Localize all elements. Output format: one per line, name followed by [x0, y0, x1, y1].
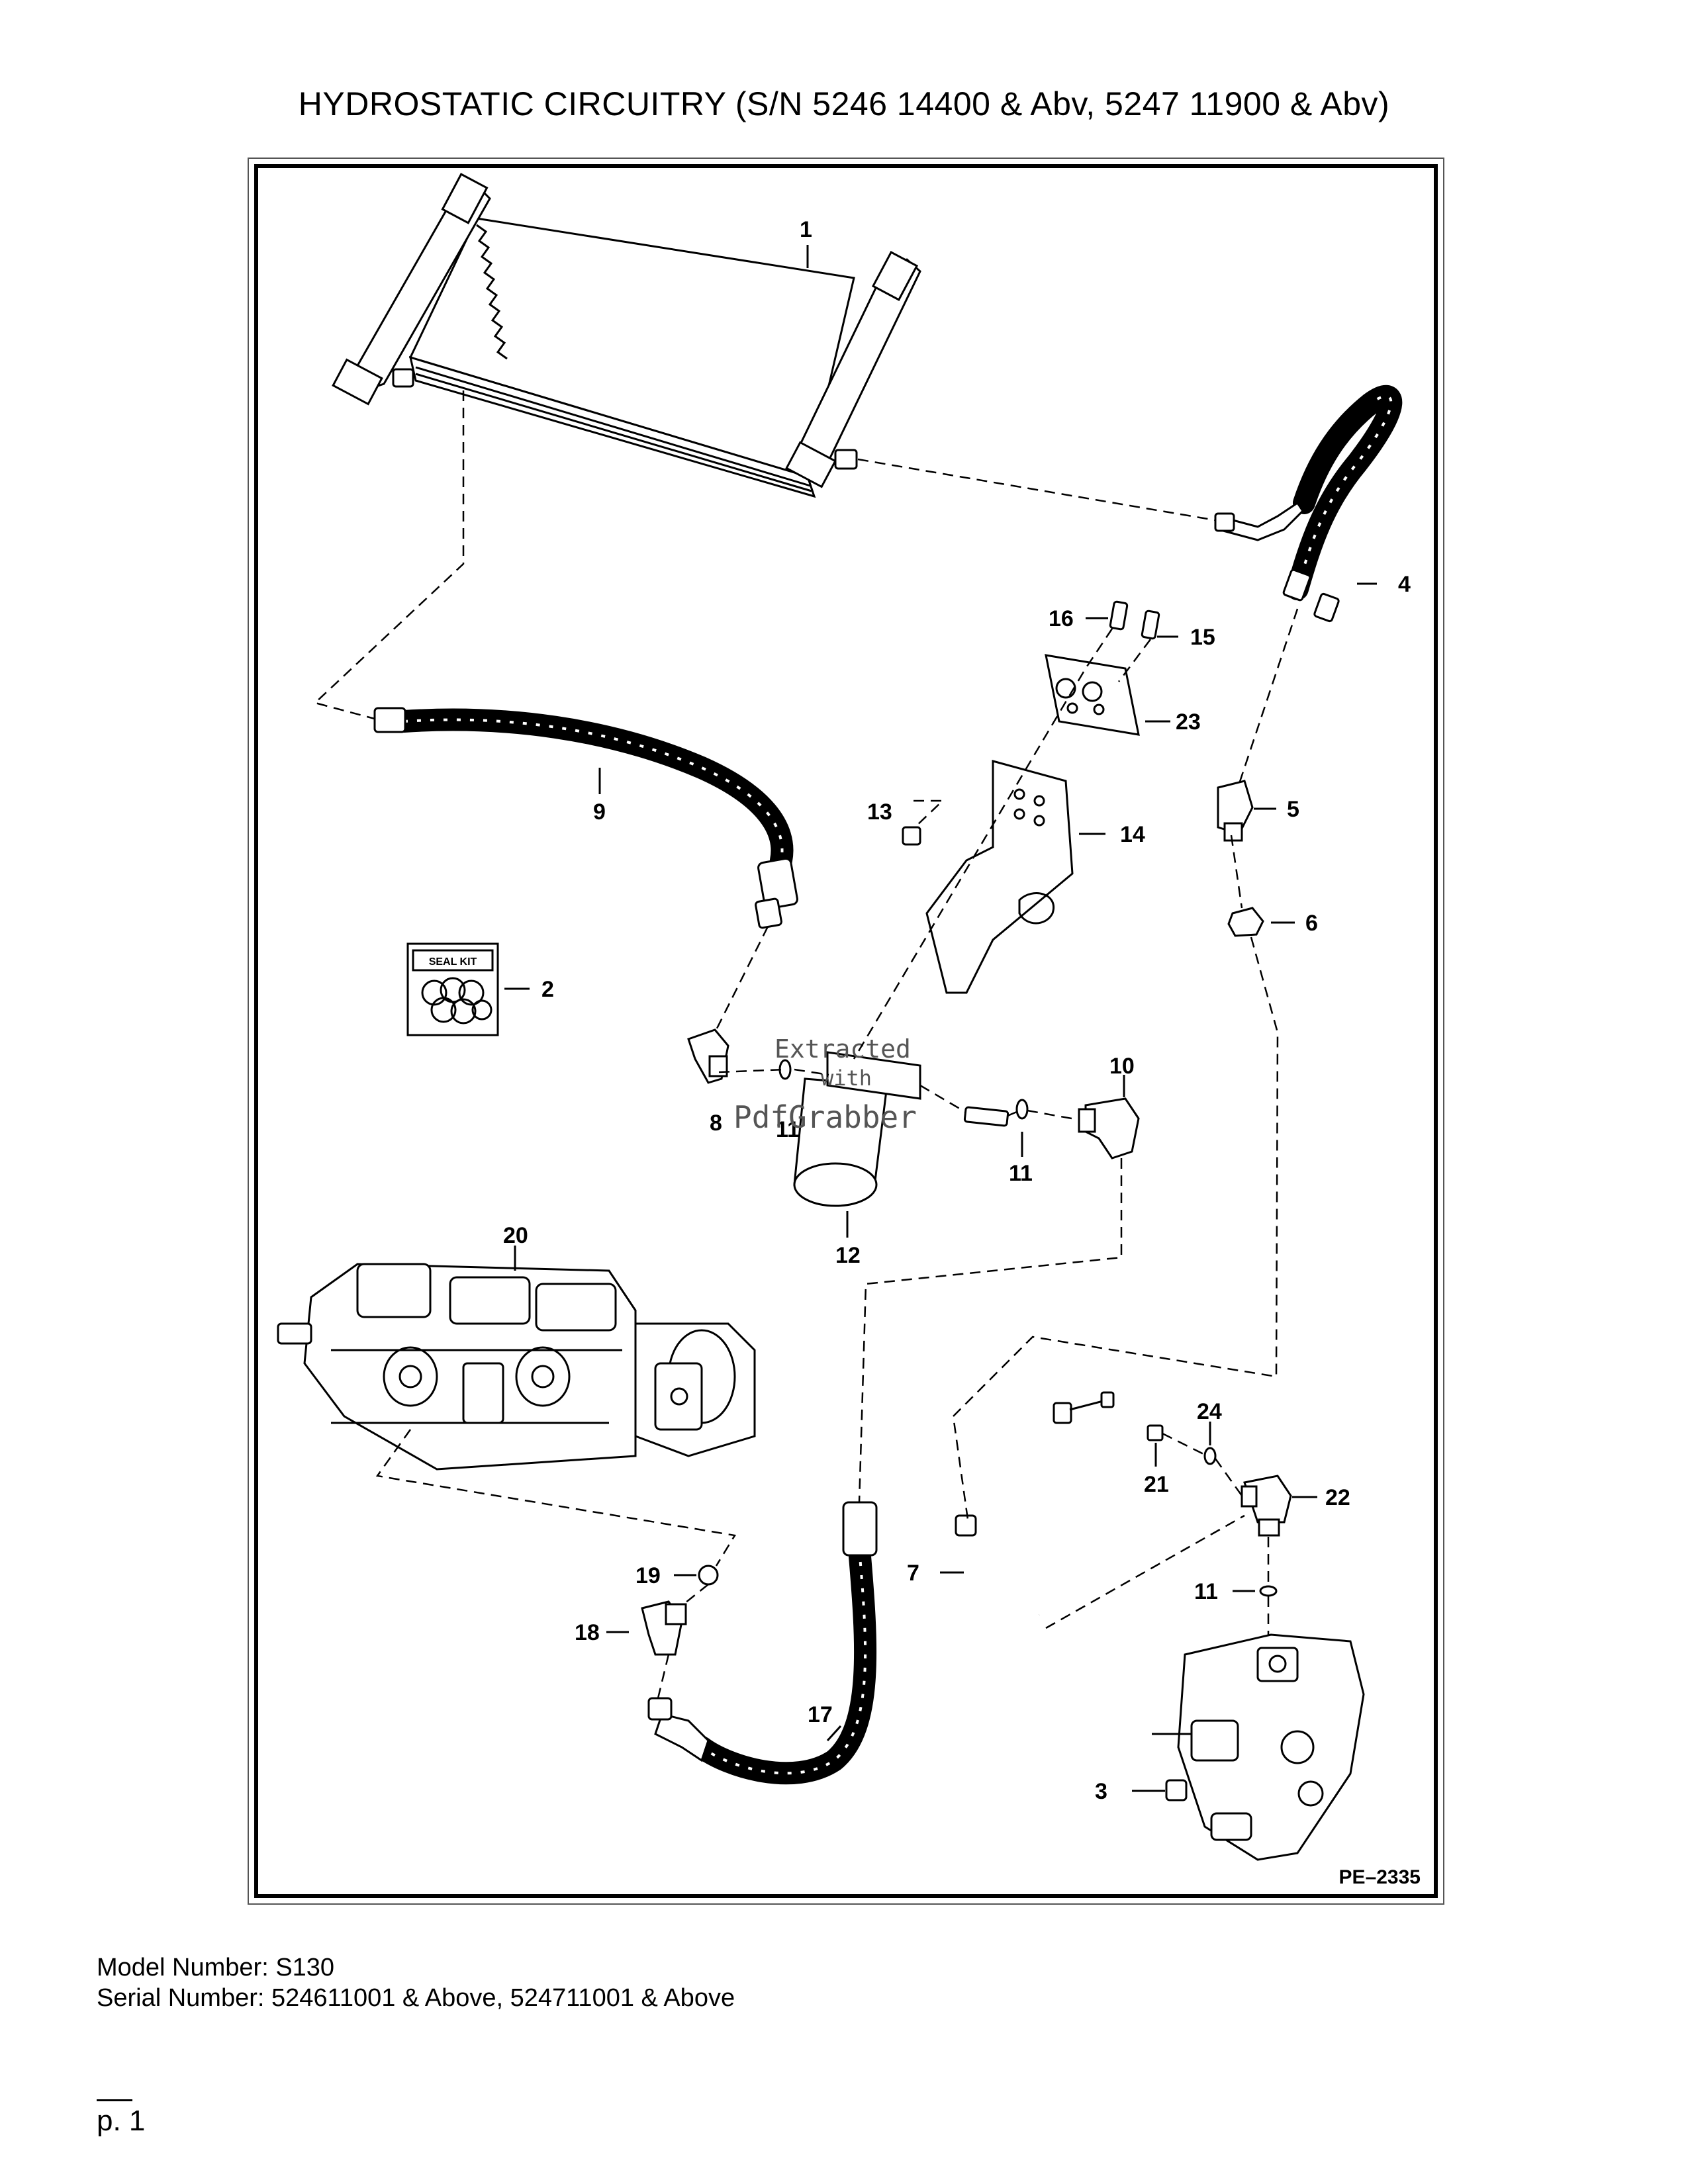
hose-assembly-9: 9: [373, 707, 798, 929]
callout-6: 6: [1305, 911, 1318, 936]
o-ring-11-right: 11: [1009, 1099, 1033, 1186]
callout-20: 20: [503, 1223, 528, 1248]
hose-assembly-4: 4: [1214, 385, 1411, 623]
o-ring-11-left: 11: [776, 1059, 800, 1142]
elbow-fitting-5: 5: [1217, 780, 1299, 842]
page-title: HYDROSTATIC CIRCUITRY (S/N 5246 14400 & …: [298, 85, 1390, 122]
callout-3: 3: [1095, 1779, 1107, 1804]
elbow-fitting-18: 18: [575, 1600, 687, 1656]
callout-1: 1: [800, 217, 812, 242]
page-number: p. 1: [97, 2105, 146, 2137]
o-ring-19: 19: [635, 1563, 719, 1588]
oil-cooler: 1: [332, 173, 921, 498]
o-ring-11-lower: 11: [1194, 1579, 1278, 1604]
callout-16: 16: [1049, 606, 1074, 631]
callout-5: 5: [1287, 797, 1299, 822]
seal-kit: SEAL KIT 2: [406, 942, 554, 1036]
bolt-16: 16: [1049, 600, 1129, 631]
callout-11-b: 11: [1009, 1161, 1033, 1186]
bolt-15: 15: [1141, 610, 1215, 650]
callout-2: 2: [541, 977, 554, 1002]
callout-4: 4: [1398, 572, 1411, 597]
svg-text:Extracted: Extracted: [774, 1034, 911, 1064]
diagram-inner-frame: [254, 164, 1438, 1898]
elbow-fitting-10: 10: [1078, 1054, 1140, 1160]
callout-24: 24: [1197, 1399, 1222, 1424]
filter-bracket-14: 14: [925, 760, 1145, 994]
connection-lines: [313, 390, 1299, 1699]
elbow-fitting-8: 8: [687, 1028, 729, 1136]
callout-19: 19: [635, 1563, 661, 1588]
callout-21: 21: [1144, 1472, 1169, 1497]
elbow-fitting-22: 22: [1241, 1475, 1350, 1537]
hose-assembly-17: 17: [647, 1501, 878, 1785]
svg-text:PdfGrabber: PdfGrabber: [733, 1099, 917, 1135]
model-number: Model Number: S130: [97, 1954, 335, 1981]
watermark: Extracted with PdfGrabber: [733, 1034, 917, 1135]
tube-assembly-7: 7: [907, 1514, 1071, 1642]
callout-23: 23: [1176, 709, 1201, 735]
svg-text:with: with: [821, 1066, 872, 1091]
callout-13: 13: [867, 799, 892, 825]
callout-14: 14: [1120, 822, 1145, 847]
callout-8: 8: [710, 1111, 722, 1136]
callout-12: 12: [835, 1243, 861, 1268]
nut-13: 13: [867, 799, 921, 846]
nut-6: 6: [1227, 907, 1318, 937]
callout-7: 7: [907, 1561, 919, 1586]
callout-18: 18: [575, 1620, 600, 1645]
hydrostatic-pump-20: 20: [277, 1223, 756, 1471]
diagram-outer-frame: [248, 158, 1444, 1905]
plug-21: 21: [1053, 1391, 1169, 1497]
callout-11-c: 11: [1194, 1579, 1218, 1604]
seal-kit-label: SEAL KIT: [429, 956, 477, 968]
nipple-fitting: [963, 1106, 1009, 1127]
callout-17: 17: [808, 1702, 833, 1727]
oil-filter-12: 12: [793, 1051, 921, 1268]
control-valve-3: 3: [1095, 1633, 1365, 1861]
mounting-plate-23: 23: [1045, 654, 1201, 736]
callout-10: 10: [1109, 1054, 1135, 1079]
figure-code: PE–2335: [1339, 1866, 1421, 1888]
page-rule: [97, 2099, 132, 2101]
callout-9: 9: [593, 799, 606, 825]
callout-11-a: 11: [776, 1117, 800, 1142]
callout-15: 15: [1190, 625, 1215, 650]
serial-number: Serial Number: 524611001 & Above, 524711…: [97, 1984, 735, 2012]
callout-22: 22: [1325, 1485, 1350, 1510]
o-ring-24: 24: [1197, 1399, 1222, 1465]
